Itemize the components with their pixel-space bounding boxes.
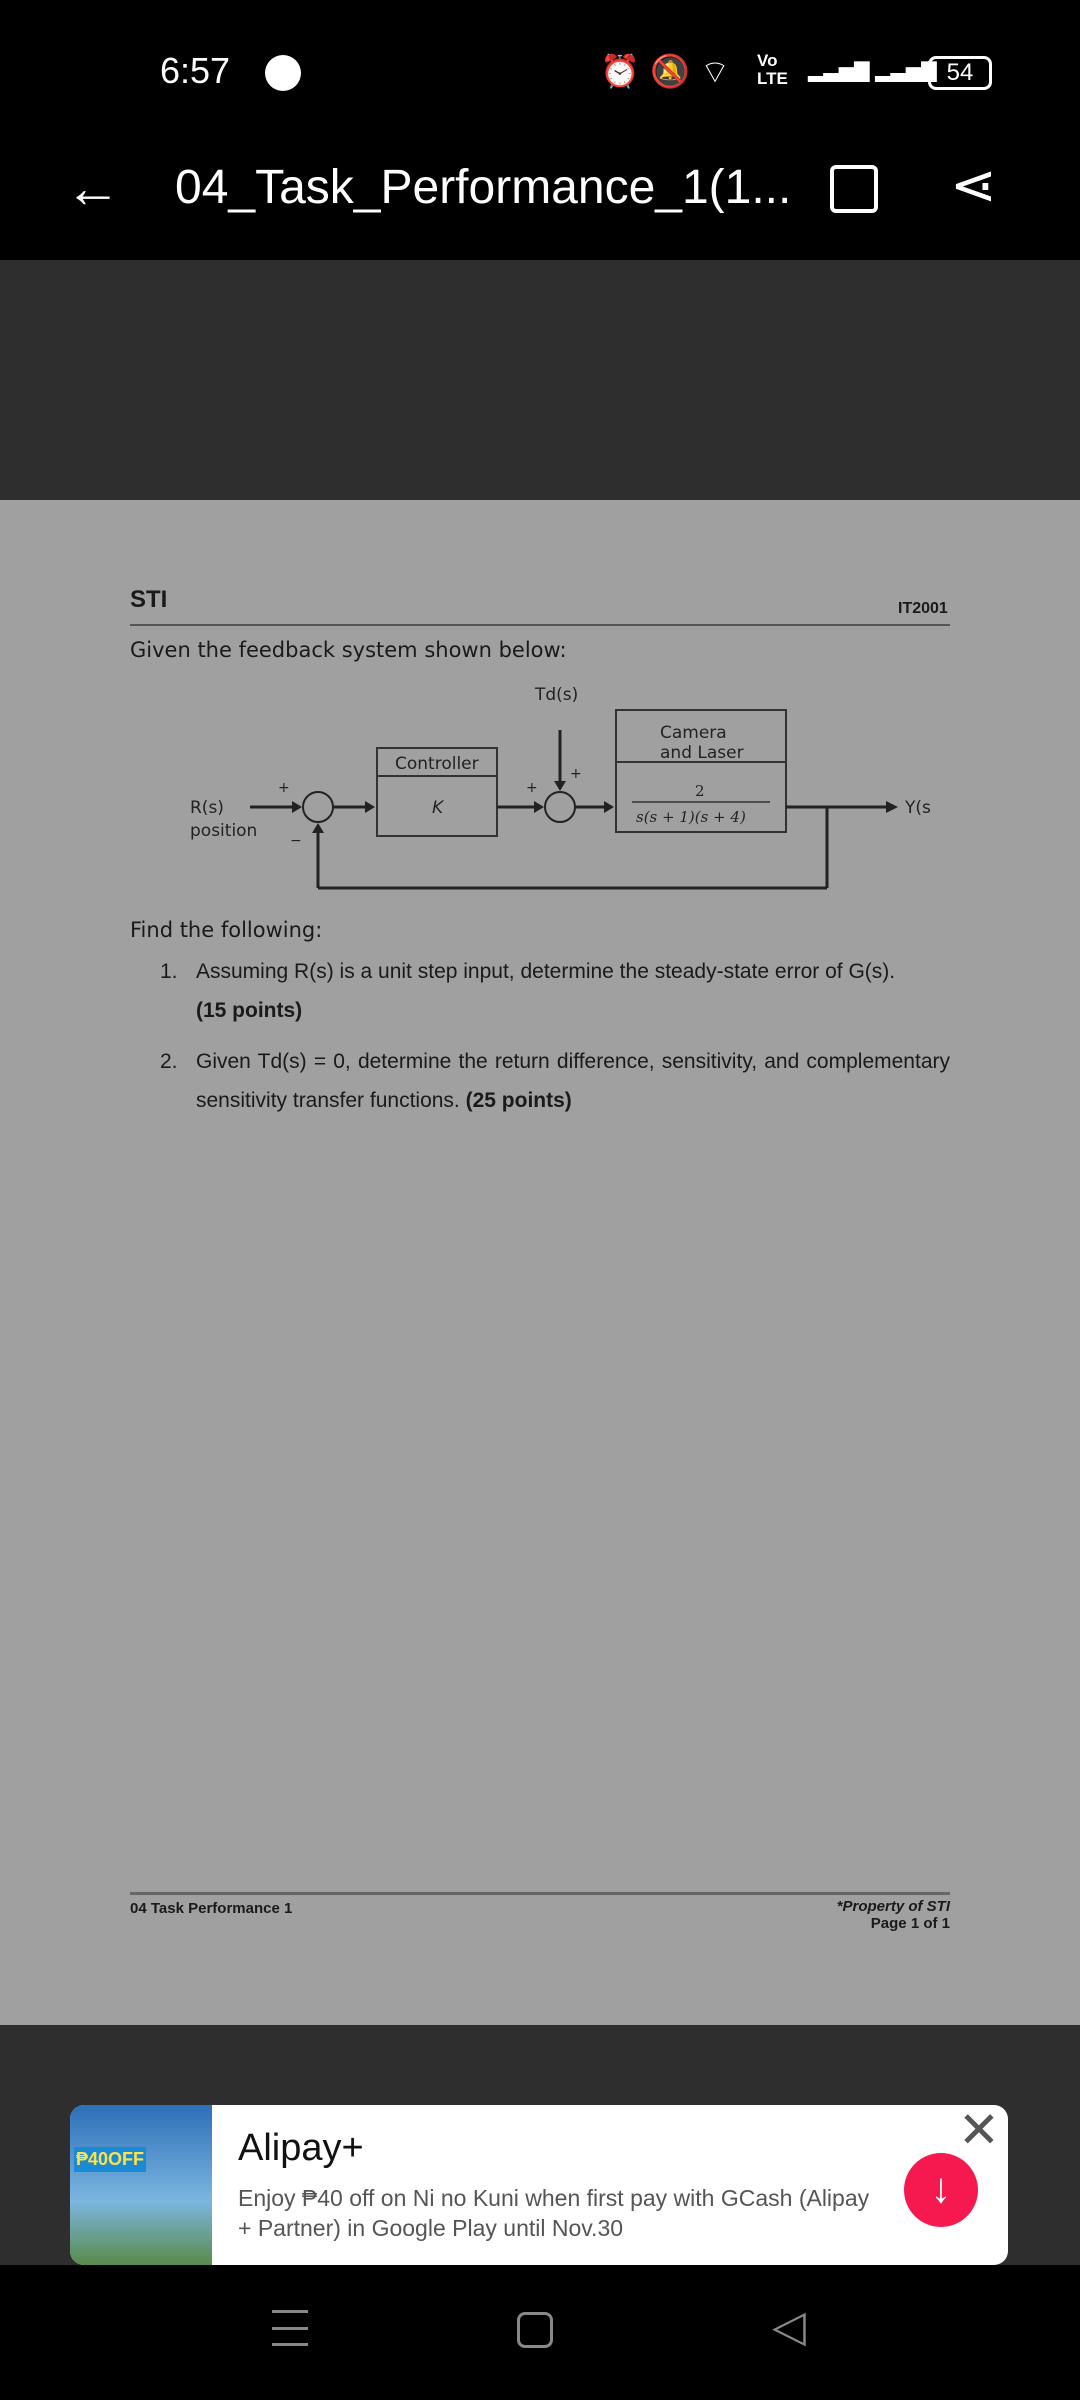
pdf-page: STI IT2001 Given the feedback system sho… [0, 500, 1080, 2025]
plant-label-2: and Laser [660, 743, 744, 763]
clock: 6:57 [160, 50, 231, 91]
title-bar: ← 04_Task_Performance_1(1... ⋖ [0, 140, 1080, 260]
plus-sign: + [526, 780, 538, 796]
plant-denominator: s(s + 1)(s + 4) [636, 808, 746, 826]
disturbance-label: Td(s) [534, 685, 578, 705]
course-code: IT2001 [898, 600, 948, 617]
viewer-background [0, 260, 1080, 500]
plus-sign: + [278, 780, 290, 796]
ad-banner[interactable]: ₱40OFF Alipay+ Enjoy ₱40 off on Ni no Ku… [70, 2105, 1008, 2265]
plant-numerator: 2 [695, 782, 705, 800]
summing-junction-1 [302, 791, 334, 823]
navigation-bar: ◁ [0, 2265, 1080, 2400]
question-points: (15 points) [196, 999, 303, 1022]
summing-junction-2 [544, 791, 576, 823]
edit-icon[interactable] [830, 165, 878, 213]
home-icon[interactable] [517, 2312, 553, 2348]
question-points: (25 points) [465, 1089, 572, 1112]
ad-title: Alipay+ [238, 2127, 364, 2169]
messenger-icon [265, 55, 301, 91]
download-icon[interactable]: ↓ [904, 2153, 978, 2227]
signal-icon: ▂▃▅▇ ▂▃▅▇ [808, 60, 937, 82]
network-label: Vo LTE [757, 51, 788, 88]
alarm-icon: ⏰ [600, 53, 640, 89]
output-label: Y(s) [904, 798, 930, 818]
share-icon[interactable]: ⋖ [950, 153, 997, 216]
plant-label-1: Camera [660, 723, 727, 743]
minus-sign: − [290, 833, 302, 849]
find-heading: Find the following: [130, 918, 323, 942]
footer-divider [130, 1892, 950, 1895]
back-nav-icon[interactable]: ◁ [772, 2302, 806, 2351]
mute-icon: 🔕 [650, 53, 690, 89]
document-title: 04_Task_Performance_1(1... [175, 161, 792, 214]
footer-property: *Property of STI [836, 1898, 950, 1915]
intro-text: Given the feedback system shown below: [130, 638, 567, 662]
sti-logo: STI [130, 586, 168, 613]
ad-body: Enjoy ₱40 off on Ni no Kuni when first p… [238, 2185, 870, 2241]
question-2: 2. Given Td(s) = 0, determine the return… [160, 1042, 950, 1120]
ad-image: ₱40OFF [70, 2105, 212, 2265]
question-text: Given Td(s) = 0, determine the return di… [196, 1050, 950, 1112]
header-divider [130, 624, 950, 626]
plant-box [615, 761, 787, 833]
question-number: 2. [160, 1050, 178, 1073]
back-icon[interactable]: ← [65, 156, 121, 219]
footer-left: 04 Task Performance 1 [130, 1900, 293, 1917]
plus-sign: + [570, 766, 582, 782]
wifi-icon: ⌔ [700, 54, 731, 90]
recents-icon[interactable] [272, 2310, 308, 2346]
battery-indicator: 54 [928, 56, 992, 90]
input-label: R(s) [190, 798, 224, 818]
controller-gain: K [432, 798, 445, 818]
status-bar: 6:57 ⏰ 🔕 ⌔ Vo LTE ▂▃▅▇ ▂▃▅▇ 54 [0, 0, 1080, 140]
question-number: 1. [160, 960, 178, 983]
input-sublabel: position [190, 821, 257, 841]
question-text: Assuming R(s) is a unit step input, dete… [196, 960, 896, 983]
footer-right: *Property of STI Page 1 of 1 [700, 1898, 950, 1932]
question-1: 1. Assuming R(s) is a unit step input, d… [160, 952, 950, 1030]
controller-label: Controller [395, 754, 479, 774]
close-icon[interactable]: ✕ [958, 2105, 1000, 2158]
block-diagram: Td(s) Camera and Laser Controller K 2 s(… [190, 685, 930, 890]
page-number: Page 1 of 1 [870, 1915, 950, 1932]
question-list: 1. Assuming R(s) is a unit step input, d… [160, 952, 950, 1120]
arrowheads [292, 781, 898, 833]
ad-badge: ₱40OFF [74, 2147, 147, 2172]
